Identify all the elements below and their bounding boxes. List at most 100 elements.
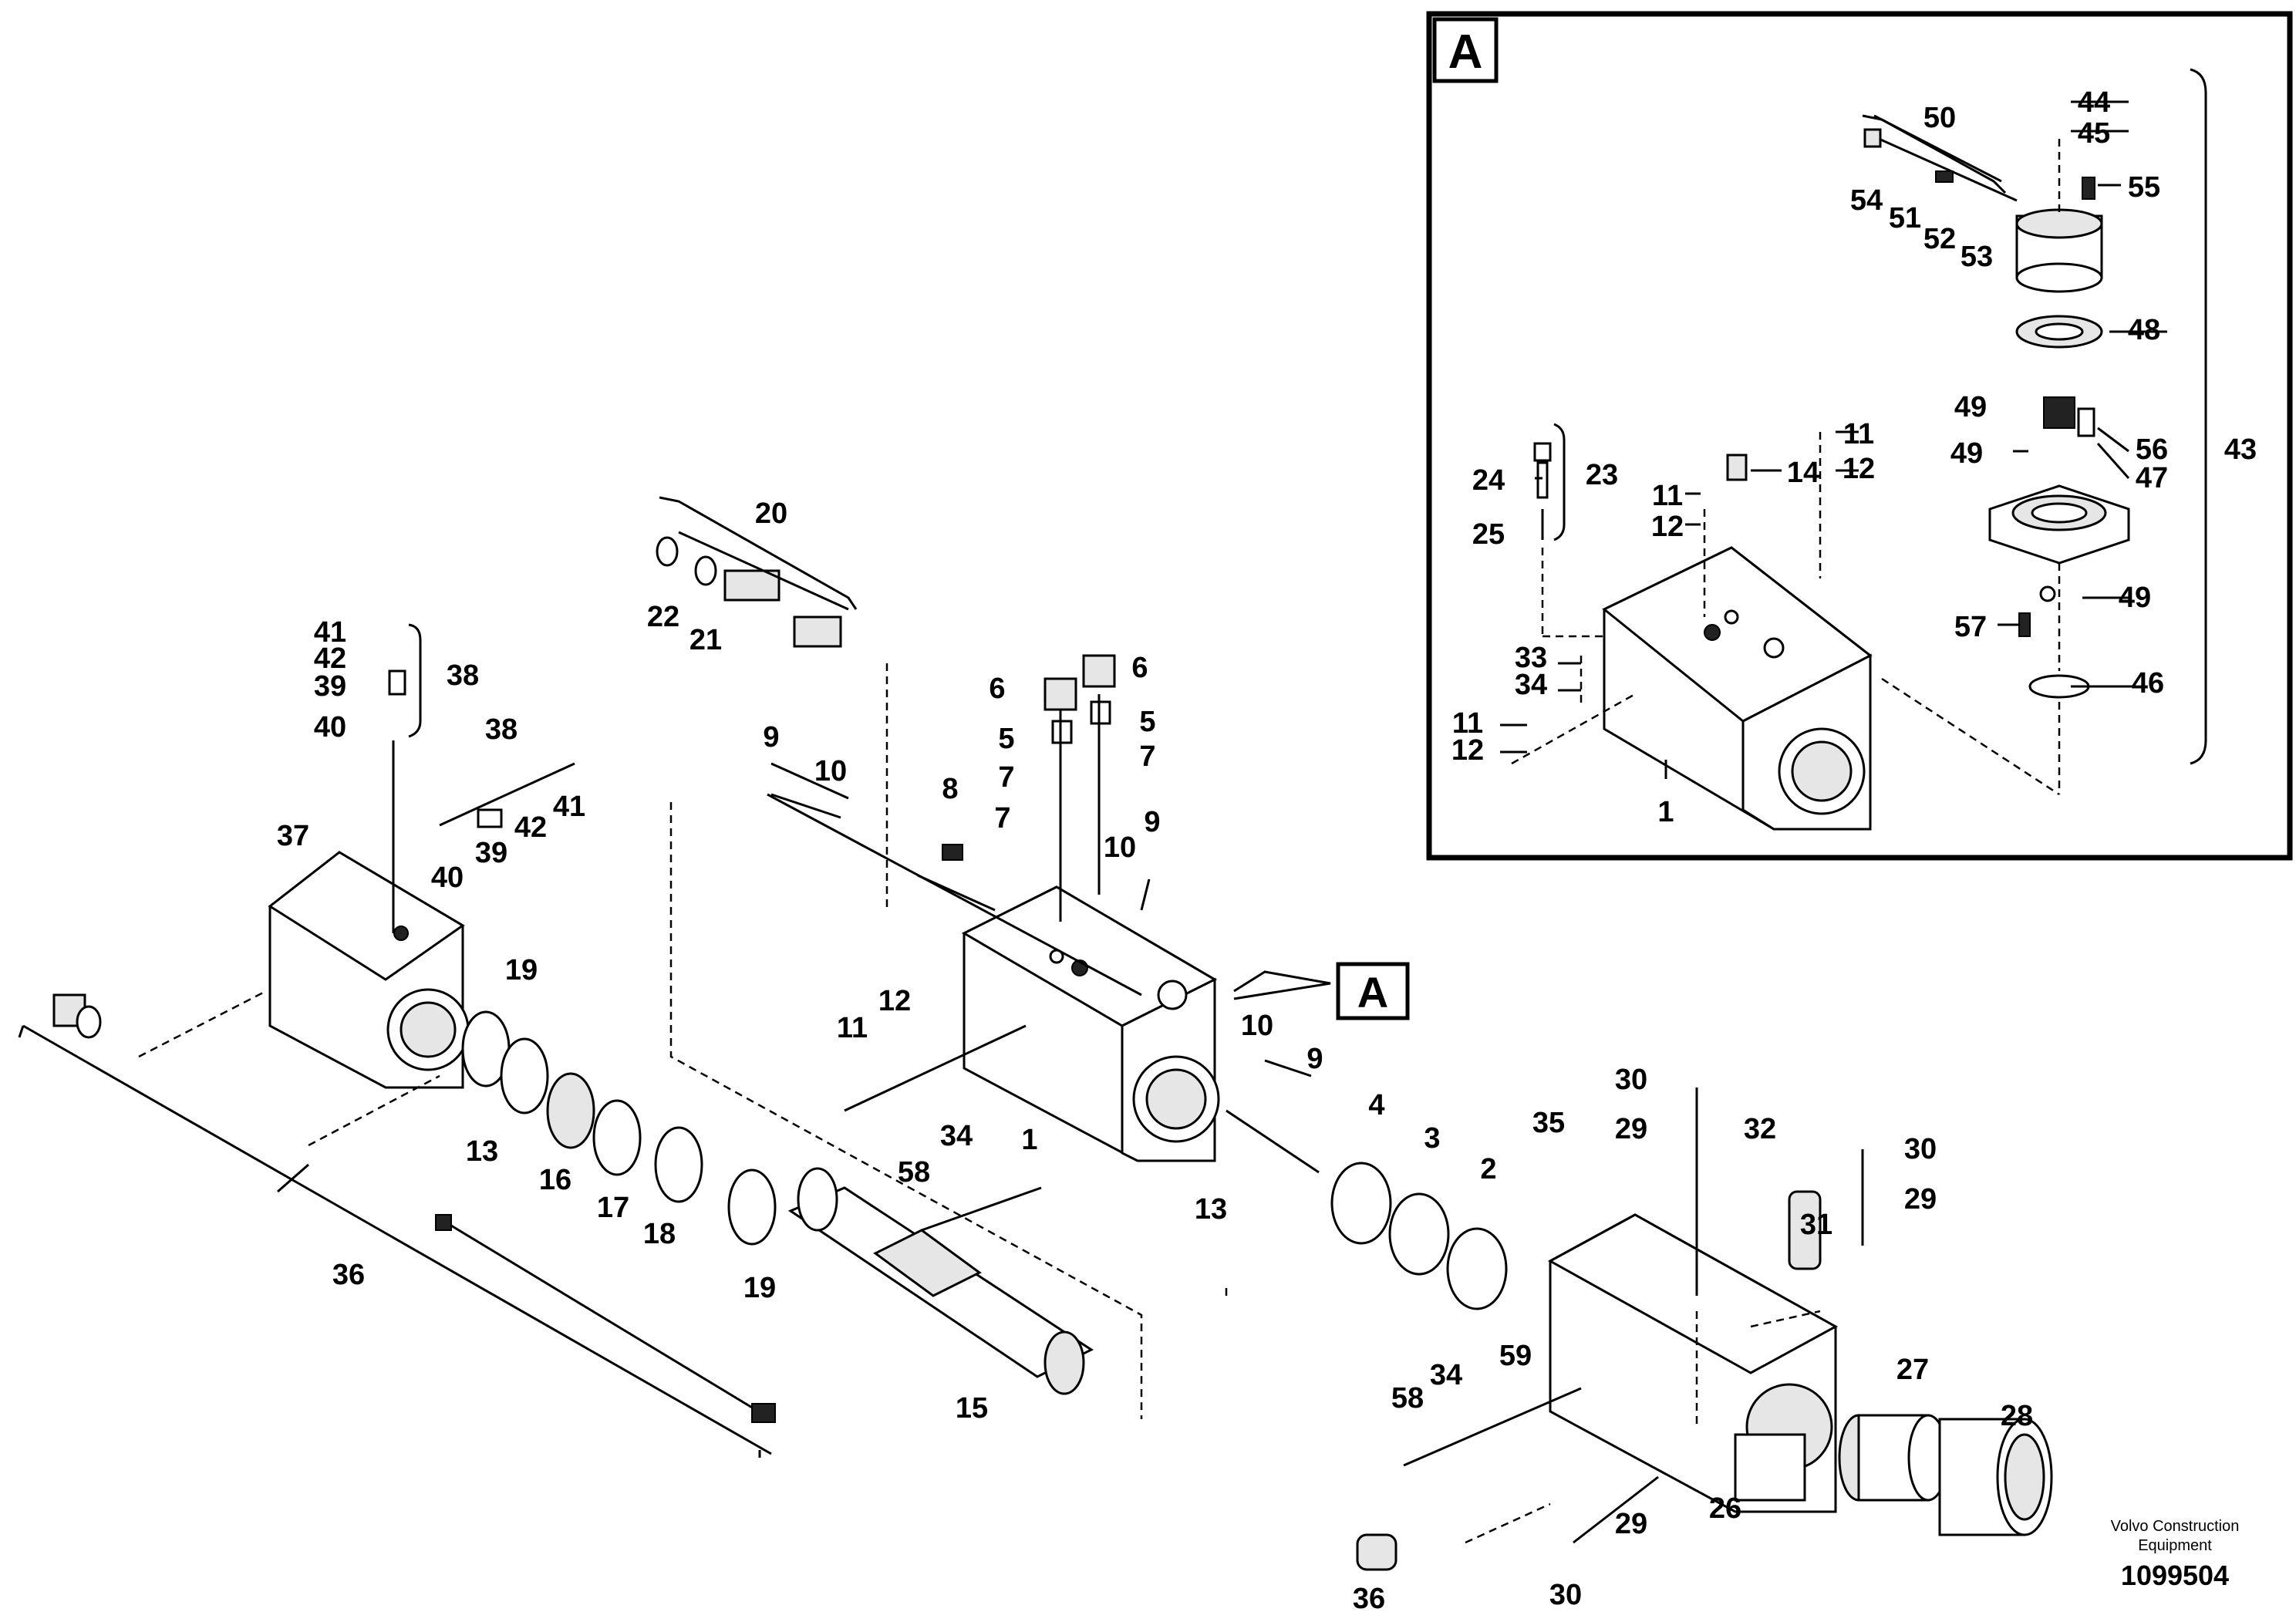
label-9a: 9: [763, 721, 779, 754]
inset-label-52: 52: [1923, 223, 1956, 255]
label-12a: 12: [878, 985, 911, 1017]
credit-line-1: Volvo Construction: [2111, 1518, 2240, 1535]
seal-19b: [500, 1037, 549, 1114]
inset-label-47: 47: [2136, 462, 2168, 494]
inset-label-49a: 49: [1954, 391, 1987, 423]
label-3: 3: [1424, 1122, 1440, 1155]
inset-label-12a: 12: [1843, 453, 1875, 485]
tie-rod-36: [22, 993, 776, 1455]
label-16: 16: [539, 1164, 571, 1196]
label-40a: 40: [314, 711, 346, 744]
label-40b: 40: [431, 862, 464, 894]
label-19b: 19: [743, 1272, 776, 1304]
inset-label-12b: 12: [1651, 511, 1684, 543]
inset-accumulator-cover: [1988, 177, 2130, 699]
sleeve-31: [1788, 1190, 1822, 1270]
label-36a: 36: [332, 1259, 365, 1291]
seal-2: [1446, 1227, 1508, 1310]
inset-label-25: 25: [1472, 518, 1505, 551]
label-2: 2: [1480, 1153, 1496, 1185]
detail-a-callout: A: [1336, 962, 1410, 1020]
label-7c: 7: [994, 802, 1010, 835]
inset-marker-letter: A: [1448, 25, 1483, 79]
label-58b: 58: [1391, 1382, 1424, 1415]
inset-label-53: 53: [1961, 241, 1993, 273]
label-7a: 7: [998, 761, 1014, 794]
detail-a-inset: A: [1426, 11, 2293, 861]
inset-label-57: 57: [1954, 611, 1987, 643]
rear-body-26: [1547, 1213, 1839, 1513]
label-10b: 10: [1104, 831, 1136, 864]
inset-label-56: 56: [2136, 433, 2168, 466]
label-58a: 58: [898, 1156, 930, 1189]
label-18: 18: [643, 1218, 676, 1250]
label-39a: 39: [314, 670, 346, 703]
inset-label-49c: 49: [2119, 582, 2151, 614]
label-28: 28: [2001, 1400, 2033, 1432]
piston-15: [787, 1167, 1094, 1395]
label-30a: 30: [1615, 1064, 1647, 1096]
label-30b: 30: [1904, 1133, 1937, 1165]
label-10a: 10: [814, 755, 847, 787]
plug-6a: [1043, 677, 1077, 711]
label-13a: 13: [466, 1135, 498, 1168]
plug-6b: [1082, 654, 1116, 688]
fitting-5a: [1051, 720, 1073, 744]
label-29b: 29: [1904, 1183, 1937, 1216]
main-diagram-geometry: [18, 496, 2053, 1571]
label-6b: 6: [1131, 652, 1148, 684]
label-6a: 6: [989, 673, 1005, 705]
inset-label-11b: 11: [1652, 480, 1683, 512]
inset-label-48: 48: [2128, 314, 2160, 346]
inset-label-1: 1: [1657, 796, 1674, 828]
label-19a: 19: [505, 954, 538, 986]
document-number: 1099504: [2121, 1560, 2229, 1591]
label-30c: 30: [1549, 1579, 1582, 1611]
label-36b: 36: [1353, 1583, 1385, 1615]
inset-label-34: 34: [1515, 669, 1547, 701]
label-22: 22: [647, 601, 679, 633]
valve-38-upper: [388, 669, 406, 696]
inset-label-54: 54: [1850, 184, 1883, 217]
seal-16: [546, 1072, 595, 1149]
label-17: 17: [597, 1192, 629, 1224]
plug-8: [942, 844, 963, 861]
label-8: 8: [942, 773, 958, 805]
label-10c: 10: [1241, 1010, 1273, 1042]
label-41b: 41: [553, 791, 585, 823]
ring-18: [654, 1126, 703, 1203]
bushing-27: [1838, 1414, 1949, 1502]
label-26: 26: [1709, 1492, 1741, 1525]
inset-label-43: 43: [2224, 433, 2257, 466]
label-20: 20: [755, 497, 787, 530]
label-27: 27: [1896, 1354, 1929, 1386]
label-32: 32: [1744, 1113, 1776, 1145]
label-29c: 29: [1615, 1508, 1647, 1540]
inset-fitting-14: [1726, 454, 1748, 481]
valve-38-lower: [477, 808, 503, 828]
inset-label-50: 50: [1923, 102, 1956, 134]
inset-label-51: 51: [1889, 202, 1921, 234]
label-9c: 9: [1306, 1043, 1323, 1075]
valve-20: [656, 536, 842, 648]
inset-label-45: 45: [2078, 117, 2110, 150]
credit-line-2: Equipment: [2138, 1537, 2212, 1554]
inset-label-12c: 12: [1451, 734, 1484, 767]
label-38a: 38: [447, 659, 479, 692]
inset-valve-block: [1602, 546, 1873, 831]
inset-label-11c: 11: [1452, 707, 1483, 740]
label-4: 4: [1368, 1089, 1384, 1121]
label-15: 15: [956, 1392, 988, 1425]
inset-label-46: 46: [2132, 667, 2164, 700]
inset-label-33: 33: [1515, 642, 1547, 674]
inset-label-14: 14: [1787, 457, 1819, 489]
inset-label-11a: 11: [1843, 418, 1874, 450]
label-1a: 1: [1021, 1124, 1037, 1156]
seal-4: [1330, 1162, 1392, 1245]
label-41a: 41: [314, 616, 346, 649]
valve-body-1: [961, 885, 1220, 1162]
label-35: 35: [1532, 1107, 1565, 1139]
inset-label-55: 55: [2128, 171, 2160, 204]
